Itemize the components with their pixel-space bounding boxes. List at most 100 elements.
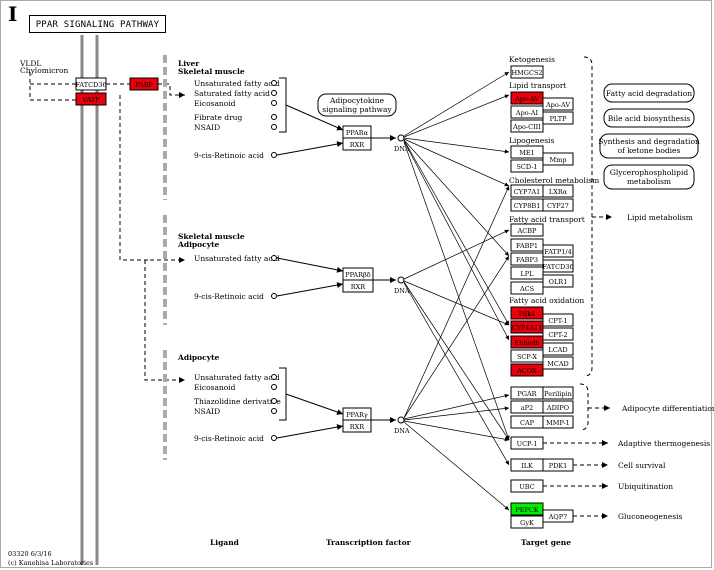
panel-letter: I [8, 2, 18, 26]
gene-box-lxra[interactable] [542, 184, 574, 198]
gene-label-apo-a5b: Apo-AV [545, 101, 570, 109]
func-box-ketone[interactable] [599, 133, 699, 159]
func-lipid-metabolism: Lipid metabolism [627, 213, 693, 222]
gene-label-lpl: LPL [520, 270, 534, 278]
ligand-1-4: NSAID [194, 123, 220, 132]
gene-box-pltp[interactable] [542, 111, 574, 125]
gene-box-hmgcs2[interactable] [510, 65, 544, 79]
group-lipid-transport: Lipid transport [509, 81, 566, 90]
gene-box-acs[interactable] [510, 281, 544, 295]
gene-box-mcad[interactable] [542, 356, 574, 370]
gene-label-fatcd36-target: FATCD36 [542, 263, 573, 271]
gene-label-fatp14: FATP1/4 [544, 248, 571, 256]
gene-label-gyk: GyK [520, 519, 534, 527]
gene-box-apo-c3[interactable] [510, 119, 544, 133]
func-survival: Cell survival [618, 461, 666, 470]
func-ubiquitination: Ubiquitination [618, 482, 673, 491]
tissue-skeletal-1: Skeletal muscle [178, 232, 245, 241]
func-thermogenesis: Adaptive thermogenesis [617, 439, 710, 448]
func-glycero-1: Glycerophospholipid [610, 168, 689, 177]
adipocytokine-map[interactable] [317, 93, 397, 117]
gene-label-apo-a5: Apo-AV [514, 95, 539, 103]
gene-label-lcad: LCAD [548, 346, 567, 354]
func-bile: Bile acid biosynthesis [608, 114, 691, 123]
gene-label-cap: CAP [520, 419, 535, 427]
gene-box-cyp27[interactable] [542, 198, 574, 212]
gene-box-fabp3[interactable] [510, 252, 544, 266]
gene-box-cpt2[interactable] [542, 327, 574, 341]
gene-box-me1[interactable] [510, 145, 544, 159]
gene-label-ubc: UBC [519, 483, 534, 491]
gene-label-ilk: ILK [521, 462, 533, 470]
gene-label-ucp1: UCP-1 [517, 440, 538, 448]
gene-label-pparg: PPARγ [346, 411, 368, 419]
gene-label-fatcd36: FATCD36 [75, 81, 106, 89]
gene-box-scd1[interactable] [510, 159, 544, 173]
gene-box-pdk4[interactable] [510, 306, 544, 320]
retinoic-3: 9-cis-Retinoic acid [194, 434, 264, 443]
gene-box-mmp1[interactable] [542, 415, 574, 429]
pathway-title: PPAR SIGNALING PATHWAY [29, 15, 166, 33]
gene-label-apo-a1: Apo-AI [515, 109, 539, 117]
gene-label-scd1: SCD-1 [516, 163, 537, 171]
gene-label-scpx: SCP-X [517, 353, 537, 361]
gene-box-ehhadh[interactable] [510, 335, 544, 349]
retinoic-2: 9-cis-Retinoic acid [194, 292, 264, 301]
func-box-glycero[interactable] [603, 164, 695, 190]
gene-box-perilipin[interactable] [542, 386, 574, 400]
func-gluconeogenesis: Gluconeogenesis [618, 512, 682, 521]
gene-box-fatcd36-target[interactable] [542, 259, 574, 273]
gene-label-pltp: PLTP [550, 115, 567, 123]
gene-label-acs: ACS [519, 285, 534, 293]
gene-box-adipo[interactable] [542, 400, 574, 414]
gene-box-olr1[interactable] [542, 274, 574, 288]
func-box-bile[interactable] [603, 108, 695, 128]
vldl-label: VLDL [19, 59, 41, 68]
gene-label-ppara: PPARα [346, 129, 369, 137]
gene-box-rxr-3[interactable] [342, 419, 372, 433]
func-adipocyte-diff: Adipocyte differentiation [621, 404, 714, 413]
tissue-liver-2: Skeletal muscle [178, 67, 245, 76]
gene-box-vatp[interactable] [75, 92, 107, 106]
gene-box-lpl[interactable] [510, 266, 544, 280]
gene-label-pepck: PEPCK [515, 506, 538, 514]
gene-box-mmp[interactable] [542, 152, 574, 166]
gene-label-rxr-2: RXR [351, 283, 367, 291]
dna-2: DNA [394, 287, 410, 295]
gene-label-cyp27: CYP27 [547, 202, 569, 210]
gene-label-ap2: aP2 [521, 404, 533, 412]
gene-label-olr1: OLR1 [549, 278, 568, 286]
gene-box-acox[interactable] [510, 363, 544, 377]
gene-label-acbp: ACBP [517, 227, 537, 235]
gene-label-lxra: LXRα [549, 188, 568, 196]
gene-box-cpt1[interactable] [542, 313, 574, 327]
gene-label-pgar: PGAR [517, 390, 537, 398]
gene-box-scpx[interactable] [510, 349, 544, 363]
gene-label-fabp1: FABP1 [516, 242, 538, 250]
gene-label-mcad: MCAD [547, 360, 569, 368]
gene-box-rxr-2[interactable] [342, 279, 374, 293]
gene-box-lcad[interactable] [542, 342, 574, 356]
gene-box-rxr-1[interactable] [342, 137, 372, 151]
gene-box-pepck[interactable] [510, 502, 544, 516]
cell-membrane [80, 35, 99, 565]
gene-label-apo-c3: Apo-CIII [512, 123, 541, 131]
gene-label-pdk1: PDK1 [549, 462, 568, 470]
gene-box-cyp4a1[interactable] [510, 320, 544, 334]
group-ketogenesis: Ketogenesis [509, 55, 555, 64]
gene-box-acbp[interactable] [510, 223, 544, 237]
ligand-3-3: NSAID [194, 407, 220, 416]
footer-tf: Transcription factor [326, 538, 412, 547]
gene-label-perilipin: Perilipin [544, 390, 572, 398]
gene-label-rxr-3: RXR [350, 423, 366, 431]
ligand-1-0: Unsaturated fatty acid [194, 79, 280, 88]
ligand-3-0: Unsaturated fatty acid [194, 373, 280, 382]
gene-box-apo-a5[interactable] [510, 91, 544, 105]
adipocytokine-1: Adipocytokine [329, 96, 385, 105]
gene-label-mmp: Mmp [550, 156, 567, 164]
gene-box-fatp14[interactable] [542, 244, 574, 258]
func-box-fa-degradation[interactable] [603, 83, 695, 103]
dna-3: DNA [394, 427, 410, 435]
